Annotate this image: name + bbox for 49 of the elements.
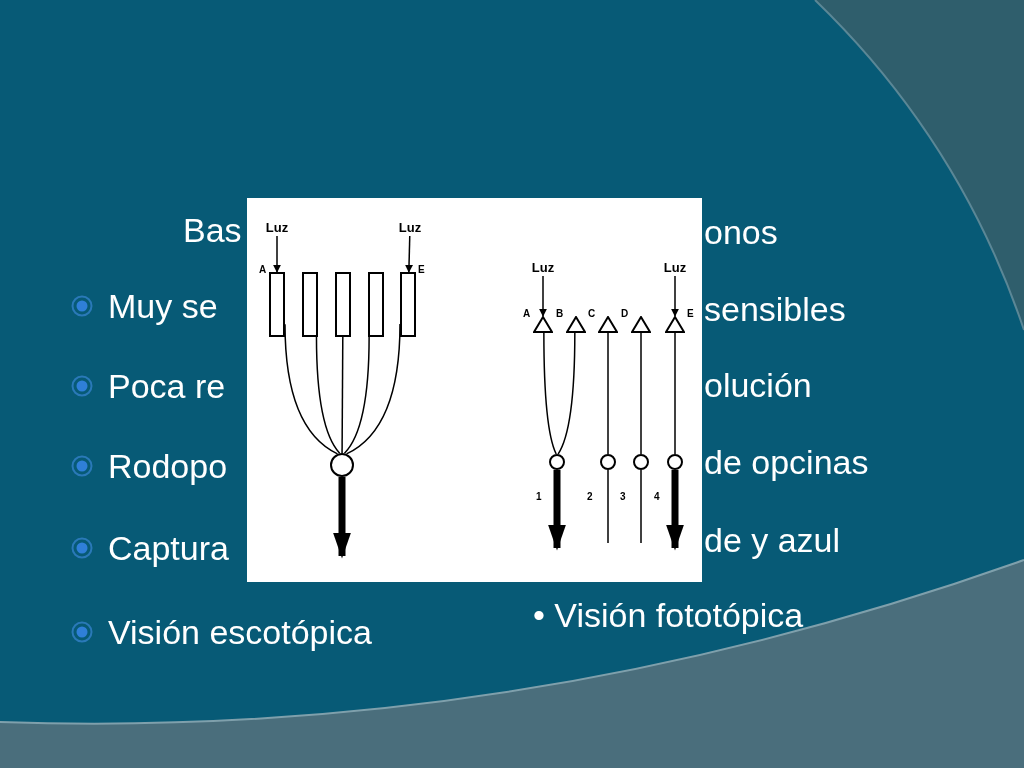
node-letter: 1 bbox=[536, 492, 542, 502]
slide-text: de opcinas bbox=[704, 442, 869, 482]
node-letter: A bbox=[523, 309, 531, 319]
connecting-line bbox=[607, 469, 609, 544]
connecting-line bbox=[543, 332, 557, 455]
node-letter: C bbox=[588, 309, 596, 319]
light-label: Luz bbox=[657, 258, 693, 276]
connecting-line bbox=[343, 336, 370, 454]
node-letter: E bbox=[687, 309, 694, 319]
arrow bbox=[671, 275, 679, 317]
connecting-line bbox=[315, 336, 341, 454]
slide-text: Visión escotópica bbox=[108, 612, 372, 652]
node-letter: D bbox=[621, 309, 629, 319]
arrow bbox=[539, 275, 547, 317]
slide-text: de y azul bbox=[704, 520, 841, 560]
arrow bbox=[405, 235, 413, 273]
slide-text: onos bbox=[704, 212, 778, 252]
slide-text: Muy se bbox=[108, 286, 218, 326]
connecting-line bbox=[557, 332, 576, 455]
connecting-line bbox=[640, 469, 642, 544]
output-arrow bbox=[333, 477, 351, 558]
light-label: Luz bbox=[259, 218, 295, 236]
rod-cell bbox=[335, 272, 351, 337]
slide-text: Bas bbox=[183, 210, 242, 250]
node-letter: 2 bbox=[587, 492, 593, 502]
output-arrow bbox=[666, 470, 684, 550]
slide-text: olución bbox=[704, 365, 812, 405]
connecting-line bbox=[284, 323, 339, 455]
node-letter: 3 bbox=[620, 492, 626, 502]
node-letter: A bbox=[259, 265, 267, 275]
light-label: Luz bbox=[392, 218, 428, 236]
slide-text: Poca re bbox=[108, 366, 226, 406]
connecting-line bbox=[345, 323, 401, 455]
slide-text: sensibles bbox=[704, 289, 846, 329]
rod-cell bbox=[302, 272, 318, 337]
node-letter: E bbox=[418, 265, 425, 275]
connecting-line bbox=[640, 332, 642, 455]
slide-text: Rodopo bbox=[108, 446, 228, 486]
slide-text: Captura bbox=[108, 528, 229, 568]
connecting-line bbox=[674, 332, 676, 455]
rod-cell bbox=[368, 272, 384, 337]
connecting-line bbox=[607, 332, 609, 455]
output-arrow bbox=[548, 470, 566, 550]
arrow bbox=[273, 235, 281, 273]
node-letter: B bbox=[556, 309, 564, 319]
node-letter: 4 bbox=[654, 492, 660, 502]
light-label: Luz bbox=[525, 258, 561, 276]
slide-text: • Visión fototópica bbox=[533, 595, 804, 635]
connecting-line bbox=[341, 336, 344, 454]
